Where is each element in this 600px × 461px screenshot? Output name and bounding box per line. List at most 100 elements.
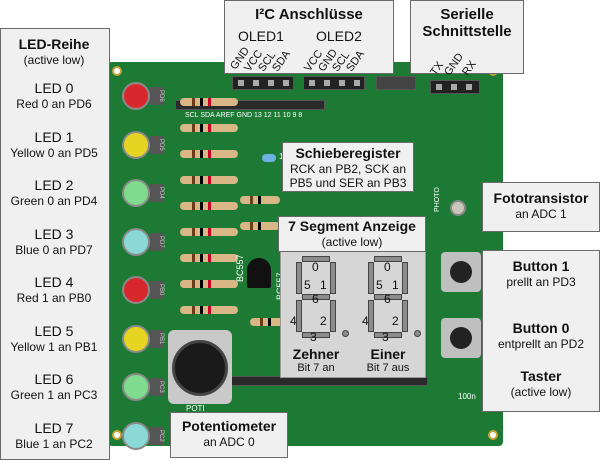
led-desc: Green 0 an PD4 xyxy=(10,194,98,208)
phototransistor-panel xyxy=(482,182,600,232)
led-desc: Blue 0 an PD7 xyxy=(15,243,93,257)
header-label: SCL xyxy=(185,112,199,119)
decimal-point-ones xyxy=(414,330,421,337)
seven-segment-title: 7 Segment Anzeige xyxy=(288,218,416,234)
button-0[interactable] xyxy=(441,318,481,358)
led-pin-caption: PB1 xyxy=(150,330,164,348)
led-4 xyxy=(122,276,150,304)
button-1[interactable] xyxy=(441,252,481,292)
poti-board-label: POTI xyxy=(186,404,205,413)
button1-title: Button 1 xyxy=(512,258,570,274)
mounting-hole xyxy=(112,430,122,440)
led-desc: Red 0 an PD6 xyxy=(16,97,92,111)
segment-ones-1 xyxy=(402,262,408,294)
segment-number: 2 xyxy=(392,314,399,328)
ones-note: Bit 7 aus xyxy=(366,362,410,374)
oled1-label: OLED1 xyxy=(238,28,284,44)
transistor xyxy=(247,258,271,288)
shift-register-text: Schieberegister RCK an PB2, SCK an PB5 u… xyxy=(282,145,414,190)
resistor xyxy=(180,150,238,158)
potentiometer-text: Potentiometer an ADC 0 xyxy=(170,418,288,449)
led-desc: Yellow 1 an PB1 xyxy=(10,340,98,354)
potentiometer-knob[interactable] xyxy=(172,340,228,396)
potentiometer-title: Potentiometer xyxy=(181,418,277,434)
phototransistor xyxy=(450,200,466,216)
header-label: 13 xyxy=(254,112,262,119)
oled1-header xyxy=(232,76,294,90)
taster-text: Taster (active low) xyxy=(482,368,600,399)
led-7 xyxy=(122,422,150,450)
seven-segment-subtitle: (active low) xyxy=(321,235,383,249)
header-label: GND xyxy=(236,112,253,119)
led-2 xyxy=(122,179,150,207)
button0-text: Button 0 entprellt an PD2 xyxy=(482,320,600,351)
arduino-header-top xyxy=(175,100,325,110)
oled2-label: OLED2 xyxy=(316,28,362,44)
serial-title-line1: Serielle xyxy=(440,6,494,23)
mounting-hole xyxy=(488,430,498,440)
button1-text: Button 1 prellt an PD3 xyxy=(482,258,600,289)
shift-register-title: Schieberegister xyxy=(295,145,401,161)
led-desc: Yellow 0 an PD5 xyxy=(10,146,98,160)
serial-title: Serielle Schnittstelle xyxy=(410,6,524,40)
resistor xyxy=(180,124,238,132)
button1-subtitle: prellt an PD3 xyxy=(506,275,576,289)
potentiometer-subtitle: an ADC 0 xyxy=(203,435,255,449)
segment-number: 4 xyxy=(290,314,297,328)
led-3 xyxy=(122,228,150,256)
led-name: LED 0 xyxy=(34,80,74,96)
taster-subtitle: (active low) xyxy=(510,385,572,399)
tens-note: Bit 7 an xyxy=(297,362,335,374)
segment-tens-1 xyxy=(330,262,336,294)
led-name: LED 7 xyxy=(34,420,74,436)
tens-digit-caption: Zehner Bit 7 an xyxy=(284,346,348,374)
ones-title: Einer xyxy=(370,346,406,362)
led-row-header: LED-Reihe (active low) xyxy=(0,36,108,67)
phototransistor-title: Fototransistor xyxy=(493,190,589,206)
header-label: AREF xyxy=(215,112,235,119)
led-row-panel xyxy=(0,28,110,460)
led-name: LED 6 xyxy=(34,371,74,387)
segment-ones-6 xyxy=(374,332,402,338)
resistor xyxy=(180,176,238,184)
led-pin-caption: PC2 xyxy=(150,427,164,445)
extra-header xyxy=(376,76,416,90)
i2c-title: I²C Anschlüsse xyxy=(255,6,363,23)
segment-ones-3 xyxy=(374,294,402,300)
bc557-label: BC557 xyxy=(235,254,245,282)
header-label: 12 xyxy=(263,112,272,119)
segment-tens-3 xyxy=(302,294,330,300)
led-pin-caption: PD6 xyxy=(150,87,164,105)
phototransistor-subtitle: an ADC 1 xyxy=(515,207,567,221)
segment-number: 0 xyxy=(312,260,319,274)
decimal-point-tens xyxy=(342,330,349,337)
segment-number: 0 xyxy=(384,260,391,274)
led-0 xyxy=(122,82,150,110)
cap100n-label: 100n xyxy=(458,392,476,401)
resistor xyxy=(240,222,280,230)
oled2-header xyxy=(303,76,365,90)
segment-number: 3 xyxy=(310,330,317,344)
led-name: LED 1 xyxy=(34,129,74,145)
resistor xyxy=(180,98,238,106)
led-pin-caption: PD5 xyxy=(150,136,164,154)
segment-number: 1 xyxy=(392,278,399,292)
segment-ones-0 xyxy=(374,256,402,262)
tens-title: Zehner xyxy=(292,346,340,362)
shift-register-line1: RCK an PB2, SCK an xyxy=(289,162,407,176)
taster-title: Taster xyxy=(520,368,562,384)
led-6 xyxy=(122,373,150,401)
header-label: 10 xyxy=(282,112,291,119)
header-label: SDA xyxy=(200,112,215,119)
serial-title-line2: Schnittstelle xyxy=(422,23,512,40)
phototransistor-text: Fototransistor an ADC 1 xyxy=(482,190,600,221)
led-name: LED 3 xyxy=(34,226,74,242)
